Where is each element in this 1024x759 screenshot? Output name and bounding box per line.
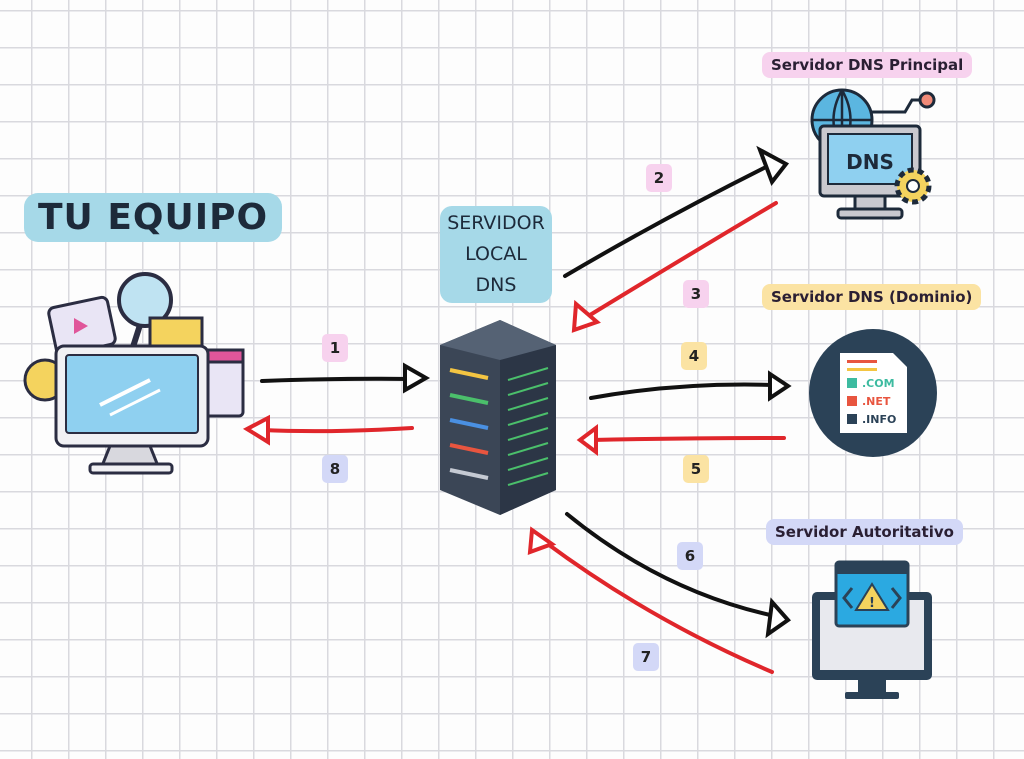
step-badge-5: 5 — [683, 455, 709, 483]
arrowhead-step-4 — [768, 370, 792, 402]
arrow-step-1 — [260, 376, 414, 383]
arrow-step-6 — [565, 512, 772, 617]
local-dns-label-line: LOCAL — [465, 243, 527, 265]
step-badge-2: 2 — [646, 164, 672, 192]
arrow-step-4 — [589, 382, 776, 400]
tld-info: .INFO — [862, 413, 896, 426]
server-rack-icon — [440, 320, 556, 515]
arrowhead-step-3 — [571, 299, 601, 333]
step-badge-1: 1 — [322, 334, 348, 362]
local-dns-label: SERVIDOR LOCAL DNS — [440, 206, 552, 303]
authoritative-dns-label: Servidor Autoritativo — [766, 519, 963, 545]
svg-text:!: ! — [869, 596, 875, 611]
arrowhead-step-8 — [242, 414, 270, 446]
step-badge-8: 8 — [322, 455, 348, 483]
arrowhead-step-7 — [527, 526, 557, 555]
tld-net: .NET — [862, 395, 891, 408]
arrowhead-step-2 — [756, 145, 790, 187]
step-badge-3: 3 — [683, 280, 709, 308]
arrow-step-5 — [590, 436, 786, 442]
local-dns-label-line: SERVIDOR — [447, 212, 545, 234]
arrow-step-7 — [543, 540, 774, 674]
local-dns-label-line: DNS — [475, 274, 517, 296]
arrow-step-3 — [588, 201, 778, 317]
arrowhead-step-1 — [403, 362, 431, 394]
arrow-step-8 — [260, 426, 414, 434]
tld-com: .COM — [862, 377, 895, 390]
step-badge-4: 4 — [681, 342, 707, 370]
dns-monitor-icon: DNS — [810, 88, 936, 220]
authoritative-monitor-icon: ! — [812, 560, 932, 699]
dns-screen-text: DNS — [846, 150, 894, 174]
arrowhead-step-5 — [576, 424, 598, 456]
step-badge-6: 6 — [677, 542, 703, 570]
root-dns-label: Servidor DNS Principal — [762, 52, 973, 78]
step-badge-7: 7 — [633, 643, 659, 671]
computer-icon — [23, 272, 245, 475]
domain-document-icon: .COM .NET .INFO — [809, 329, 937, 457]
tld-dns-label: Servidor DNS (Dominio) — [762, 284, 982, 310]
arrow-step-2 — [563, 163, 772, 278]
arrowhead-step-6 — [765, 597, 791, 639]
computer-label: TU EQUIPO — [24, 193, 283, 242]
